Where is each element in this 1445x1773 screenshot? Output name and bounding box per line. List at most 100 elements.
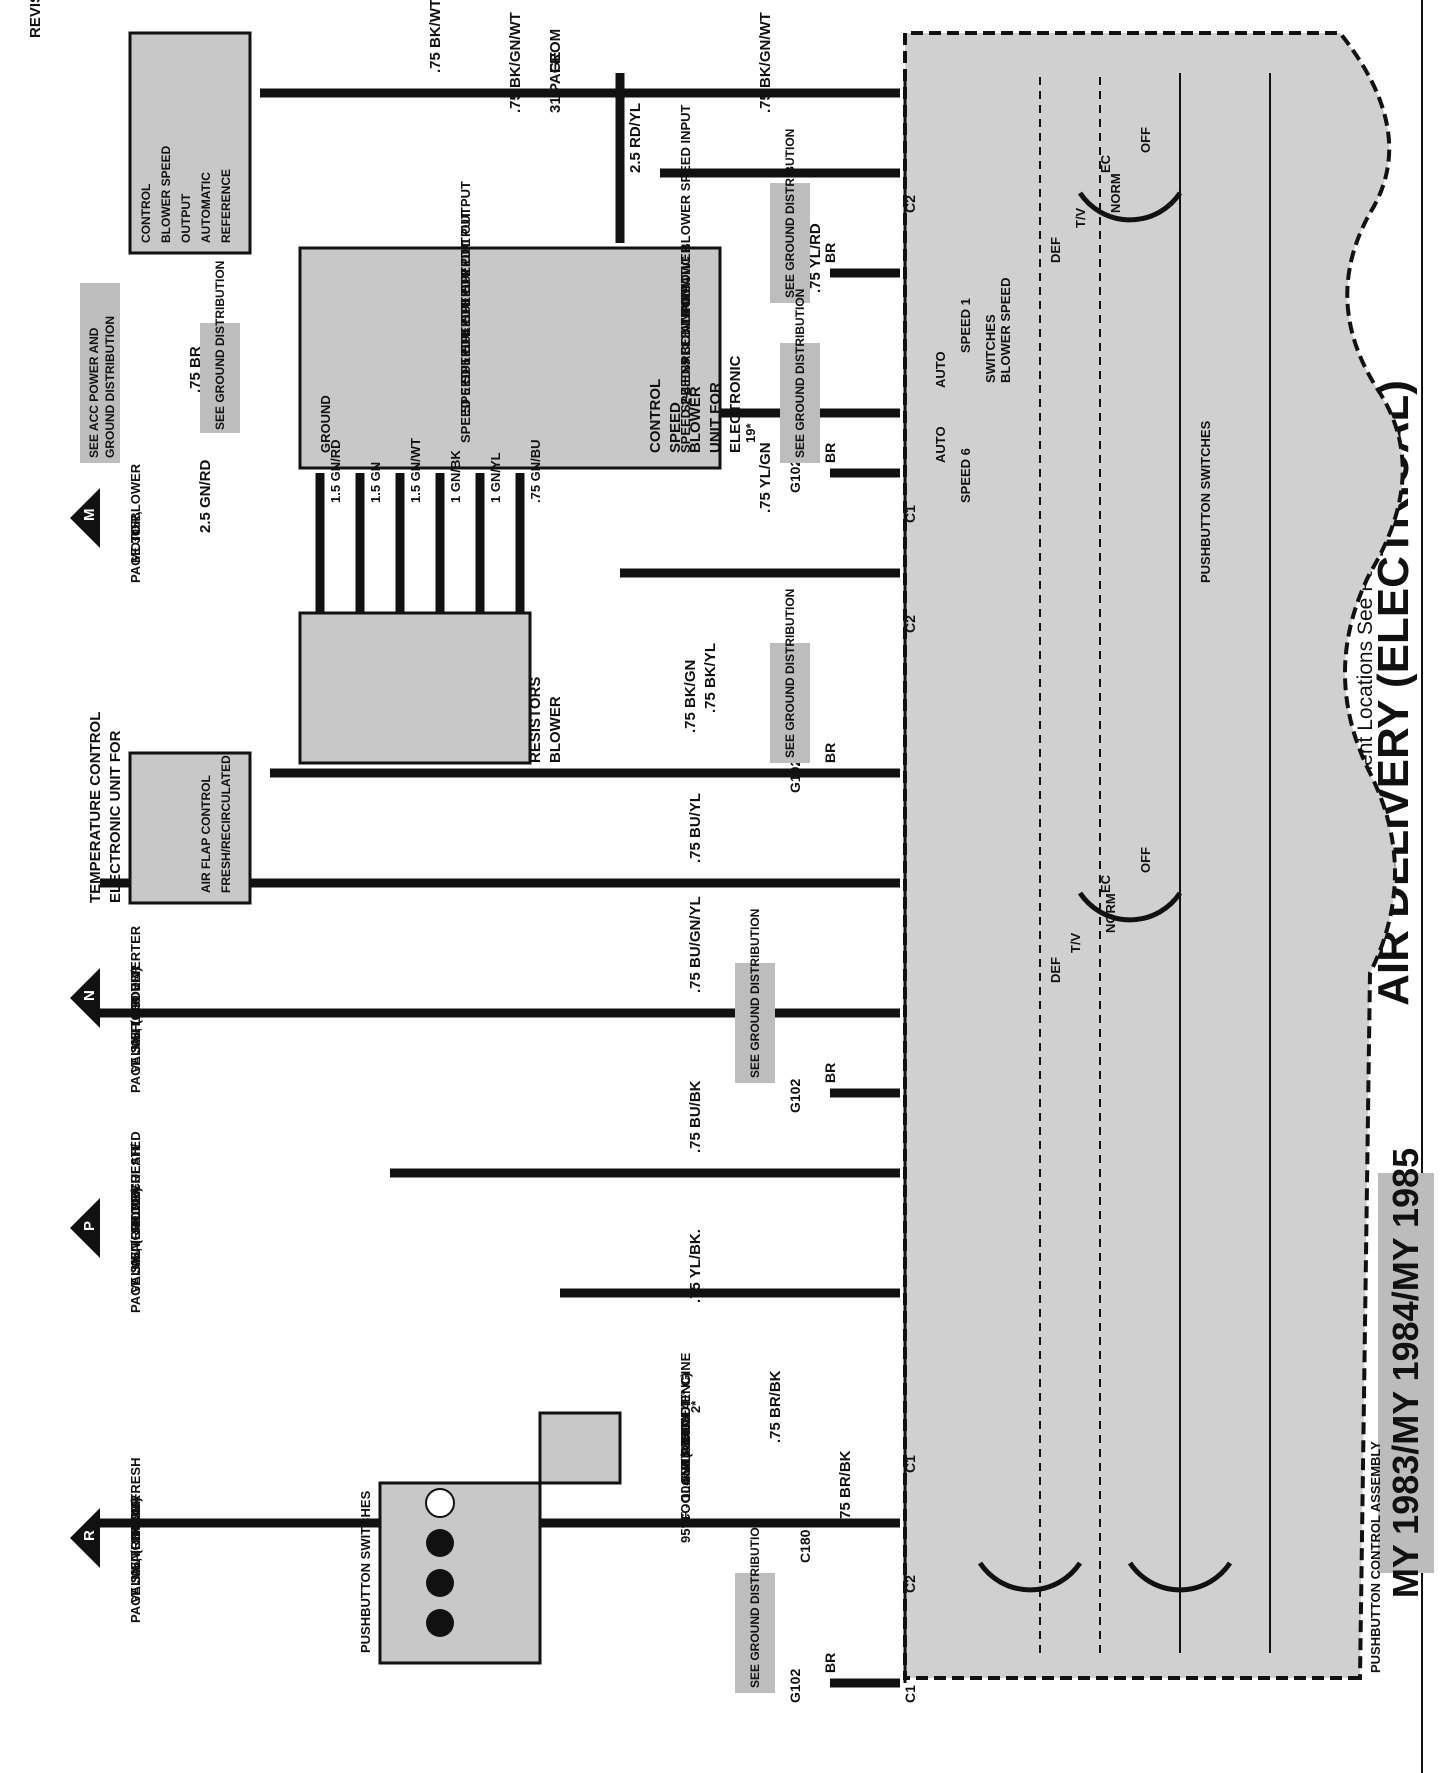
rw-2: 1 GN/BK <box>448 450 463 503</box>
switch-group-top <box>977 191 1233 1593</box>
etu-2: TEMPERATURE CONTROL <box>87 712 104 903</box>
svg-text:CLOSES WITH: CLOSES WITH <box>678 1413 693 1503</box>
g102-4: G102 <box>787 1079 803 1113</box>
wire-label-1: .75 YL/RD <box>807 223 824 293</box>
svg-text:SPEED 3 OUTPUT: SPEED 3 OUTPUT <box>458 241 473 353</box>
svg-text:AIR FLAP: AIR FLAP <box>128 1193 143 1253</box>
from-page-3: 314 <box>547 87 564 113</box>
from-page-2: PAGE <box>547 52 564 93</box>
module-pin-labels: POWER AUTOMATIC BLOWER SPEED INPUT SPEED… <box>318 104 693 453</box>
svg-text:AUTOMATIC BLOWER SPEED INPUT: AUTOMATIC BLOWER SPEED INPUT <box>678 104 693 333</box>
revisions-note: REVISIONS: ① AS OF MODEL YEAR 1985 <box>27 0 44 38</box>
abc-1: REFERENCE <box>219 169 233 243</box>
sw-auto-1: AUTO <box>933 351 948 388</box>
dest-p-text: TO FRESH/ RECIRCULATED AIR FLAP SWITCHOV… <box>128 1131 143 1313</box>
gd-1: SEE GROUND DISTRIBUTION <box>783 129 797 298</box>
wire-label-4: .75 BK/YL <box>702 643 719 713</box>
wire-label-5: .75 BK/GN <box>682 660 699 733</box>
svg-text:PAGE 305: PAGE 305 <box>128 522 143 583</box>
pushbutton-assembly-region <box>903 31 1405 1680</box>
ground-dist-boxes <box>200 183 820 1693</box>
frc-2: AIR FLAP CONTROL <box>199 775 213 893</box>
model-badge-bg <box>1378 1173 1434 1573</box>
sw-norm-1: NORM <box>1108 173 1123 213</box>
blower-speed-switches-2: SWITCHES <box>983 314 998 383</box>
svg-text:SPEED 2-4 ENABLE INPUT: SPEED 2-4 ENABLE INPUT <box>678 287 693 453</box>
rw-1: 1 GN/YL <box>488 452 503 503</box>
c1-label-b: C1 <box>902 1455 918 1473</box>
svg-text:SPEED 6 OUTPUT: SPEED 6 OUTPUT <box>458 331 473 443</box>
svg-text:VALVE, (CODE 4): VALVE, (CODE 4) <box>128 967 143 1073</box>
sw-ec-2: EC <box>1098 874 1113 893</box>
sw-speed6: SPEED 6 <box>958 448 973 503</box>
power-wire-label: 2.5 RD/YL <box>627 103 644 173</box>
gd-6: SEE GROUND DISTRIBUTION <box>213 261 227 430</box>
acc-power-box <box>80 283 120 463</box>
wire-label-10: .75 BR/BK <box>767 1370 784 1443</box>
dest-r-letter: R <box>81 1530 98 1541</box>
pushbutton-switches-label: PUSHBUTTON SWITCHES <box>358 1490 373 1653</box>
assembly-label: PUSHBUTTON CONTROL ASSEMBLY <box>1368 1441 1383 1673</box>
left-wire-2: .75 BR <box>187 346 204 393</box>
sw-def-1: DEF <box>1048 237 1063 263</box>
cold-engine-text: COLD ENGINE LOCKOUT SWITCH CLOSES WITH C… <box>678 1352 693 1543</box>
svg-text:VALVE, (CODE 5): VALVE, (CODE 5) <box>128 1187 143 1293</box>
blower-speed-switches-1: BLOWER SPEED <box>998 278 1013 383</box>
dest-m-letter: M <box>81 509 98 522</box>
ebu-5: CONTROL <box>647 379 664 453</box>
note-19: 19* <box>743 423 758 443</box>
svg-text:SWITCH: SWITCH <box>678 1432 693 1483</box>
sw-norm-2: NORM <box>1103 893 1118 933</box>
wire-label-8: .75 BU/BK <box>687 1080 704 1153</box>
dest-p-letter: P <box>81 1221 98 1231</box>
blower-resistors-box <box>298 611 532 765</box>
dest-m-text: TO BLOWER MOTOR, PAGE 305 <box>128 463 143 583</box>
br-5: BR <box>822 1653 838 1673</box>
svg-text:COLD ENGINE: COLD ENGINE <box>678 1352 693 1443</box>
svg-text:GROUND: GROUND <box>318 395 333 453</box>
frc-1: FRESH/RECIRCULATED <box>219 755 233 893</box>
destination-arrows <box>70 488 100 1568</box>
sw-tv-2: T/V <box>1068 932 1083 953</box>
blower-control-module <box>298 246 722 470</box>
wire-label-7: .75 BU/GN/YL <box>687 896 704 993</box>
dest-r-text: TO FRESH IN-CAR AIR FLAP SWITCHOVER VALV… <box>128 1458 143 1624</box>
br-label-2: RESISTORS <box>527 677 544 763</box>
svg-text:TO FRESH/: TO FRESH/ <box>128 1144 143 1213</box>
svg-text:TO BLOWER: TO BLOWER <box>128 463 143 543</box>
sw-auto-2: AUTO <box>933 426 948 463</box>
ebu-4: SPEED <box>667 402 684 453</box>
svg-text:SPEED 4 OUTPUT: SPEED 4 OUTPUT <box>458 271 473 383</box>
svg-text:SPEED 5 OUTPUT: SPEED 5 OUTPUT <box>458 301 473 413</box>
br-1: BR <box>822 243 838 263</box>
svg-text:95° F - 104° F (35° C - 40° C): 95° F - 104° F (35° C - 40° C) <box>678 1373 693 1543</box>
svg-text:LOCKOUT: LOCKOUT <box>678 1399 693 1463</box>
svg-text:SWITCHOVER: SWITCHOVER <box>128 1184 143 1273</box>
svg-text:PAGE 305: PAGE 305 <box>128 1032 143 1093</box>
rw-4: 1.5 GN <box>368 462 383 503</box>
c2-label-a: C2 <box>902 195 918 213</box>
g102-5: G102 <box>787 1669 803 1703</box>
abc-3: OUTPUT <box>179 193 193 243</box>
sw-def-2: DEF <box>1048 957 1063 983</box>
fresh-recirc-ctrl-box <box>128 751 252 905</box>
svg-text:IN-CAR: IN-CAR <box>128 1497 143 1543</box>
gd-5: SEE GROUND DISTRIBUTION <box>748 1519 762 1688</box>
svg-text:MOTOR,: MOTOR, <box>128 511 143 563</box>
left-wire-0: .75 BK/WT <box>427 0 444 73</box>
legend-buttons <box>425 1488 455 1637</box>
c1-label-c: C1 <box>902 1685 918 1703</box>
rw-0: .75 GN/BU <box>528 439 543 503</box>
from-page-1: FROM <box>547 29 564 73</box>
rw-5: 1.5 GN/RD <box>328 439 343 503</box>
sw-off-1: OFF <box>1138 127 1153 153</box>
abc-5: CONTROL <box>139 184 153 243</box>
ground-stubs <box>830 268 900 1688</box>
etu-1: ELECTRONIC UNIT FOR <box>107 730 124 903</box>
left-wire-1: .75 BK/GN/WT <box>507 12 524 113</box>
note-2: 2* <box>688 1400 703 1413</box>
acc-2: GROUND DISTRIBUTION <box>103 316 117 458</box>
svg-text:AIR FLAP: AIR FLAP <box>128 1503 143 1563</box>
